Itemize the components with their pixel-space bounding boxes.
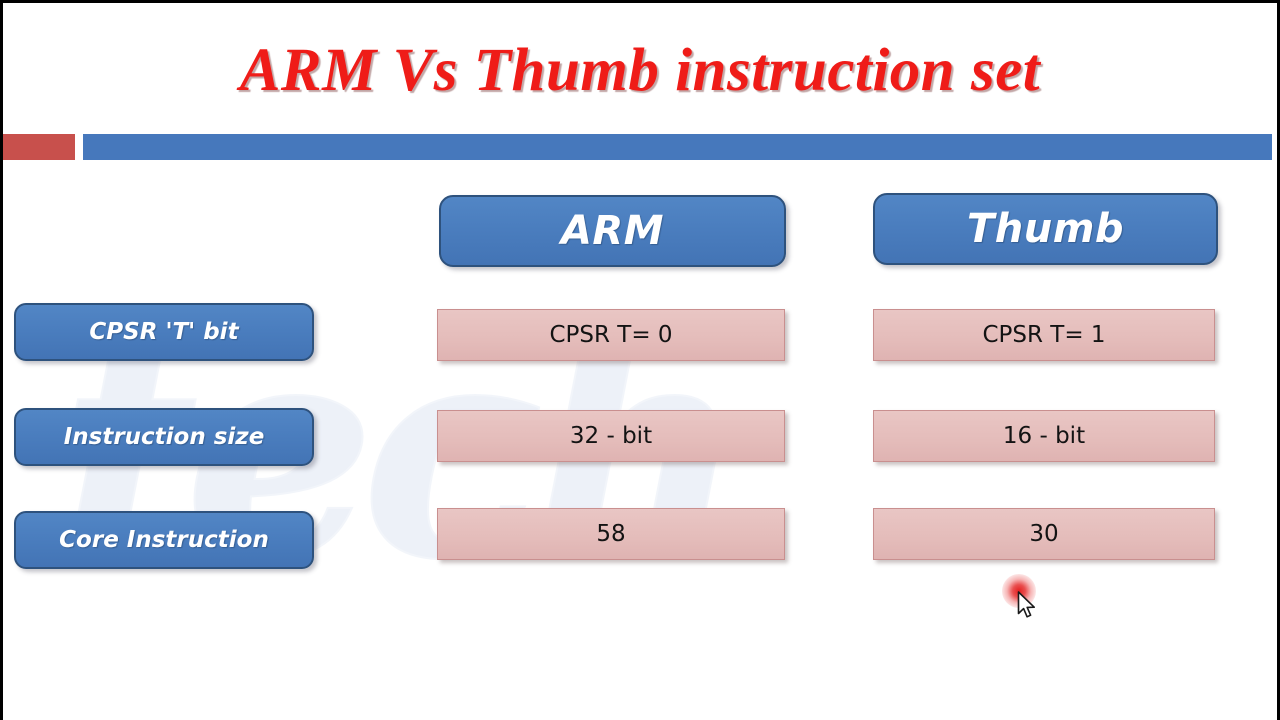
letterbox-top bbox=[0, 0, 1280, 3]
row-label-instruction-size-text: Instruction size bbox=[63, 424, 265, 450]
slide-title: ARM Vs Thumb instruction set bbox=[0, 36, 1280, 106]
cell-thumb-cpsr-t-bit: CPSR T= 1 bbox=[873, 309, 1215, 361]
cell-thumb-core-instruction: 30 bbox=[873, 508, 1215, 560]
click-highlight bbox=[1002, 574, 1036, 608]
row-label-instruction-size: Instruction size bbox=[14, 408, 314, 466]
column-header-thumb-label: Thumb bbox=[966, 206, 1125, 252]
cell-thumb-cpsr-t-bit-text: CPSR T= 1 bbox=[982, 322, 1106, 348]
column-header-thumb: Thumb bbox=[873, 193, 1218, 265]
row-label-cpsr-t-bit-text: CPSR 'T' bit bbox=[89, 319, 239, 345]
row-label-core-instruction-text: Core Instruction bbox=[59, 527, 269, 553]
row-label-core-instruction: Core Instruction bbox=[14, 511, 314, 569]
letterbox-left bbox=[0, 0, 3, 720]
cell-arm-instruction-size-text: 32 - bit bbox=[569, 423, 653, 449]
slide-title-text: ARM Vs Thumb instruction set bbox=[239, 37, 1041, 104]
cell-arm-instruction-size: 32 - bit bbox=[437, 410, 785, 462]
cell-arm-cpsr-t-bit: CPSR T= 0 bbox=[437, 309, 785, 361]
column-header-arm-label: ARM bbox=[560, 208, 665, 254]
accent-bar-blue bbox=[83, 134, 1272, 160]
cell-arm-core-instruction-text: 58 bbox=[596, 521, 626, 547]
column-header-arm: ARM bbox=[439, 195, 786, 267]
cell-thumb-instruction-size: 16 - bit bbox=[873, 410, 1215, 462]
letterbox-right bbox=[1277, 0, 1280, 720]
cell-arm-core-instruction: 58 bbox=[437, 508, 785, 560]
accent-bar-red bbox=[3, 134, 75, 160]
cell-thumb-instruction-size-text: 16 - bit bbox=[1002, 423, 1086, 449]
row-label-cpsr-t-bit: CPSR 'T' bit bbox=[14, 303, 314, 361]
cell-thumb-core-instruction-text: 30 bbox=[1029, 521, 1059, 547]
mouse-pointer-icon bbox=[1017, 591, 1039, 625]
cell-arm-cpsr-t-bit-text: CPSR T= 0 bbox=[549, 322, 673, 348]
